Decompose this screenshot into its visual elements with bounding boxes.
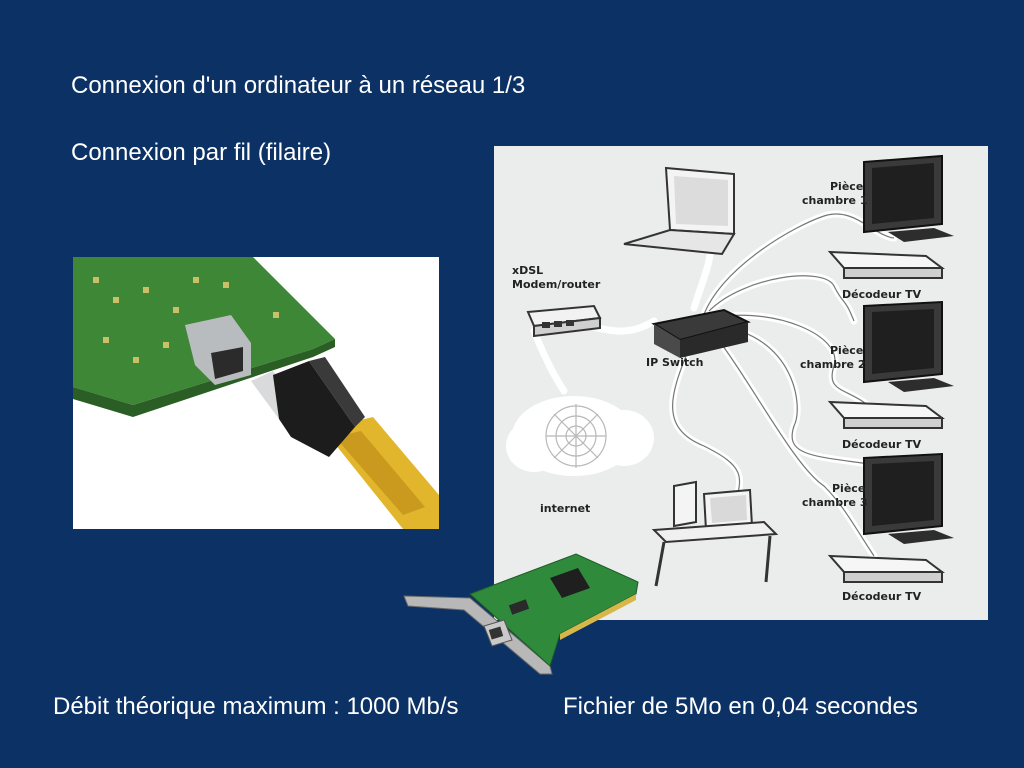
- ip-switch-icon: [651, 308, 751, 358]
- svg-text:Décodeur TV: Décodeur TV: [842, 590, 922, 603]
- ethernet-cable-photo: [73, 257, 439, 529]
- svg-text:chambre 2: chambre 2: [800, 358, 865, 371]
- home-network-diagram: xDSL Modem/router IP Switch internet: [494, 146, 988, 620]
- tv-room-3-icon: [863, 452, 954, 544]
- svg-text:Pièce: Pièce: [832, 482, 865, 495]
- svg-text:internet: internet: [540, 502, 590, 515]
- slide-title: Connexion d'un ordinateur à un réseau 1/…: [71, 72, 526, 99]
- svg-text:Pièce: Pièce: [830, 344, 863, 357]
- svg-text:IP Switch: IP Switch: [646, 356, 703, 369]
- tv-decoder-3-icon: [827, 554, 945, 583]
- laptop-icon: [623, 166, 736, 256]
- tv-room-1-icon: [863, 154, 954, 242]
- svg-text:chambre 3: chambre 3: [802, 496, 867, 509]
- network-card-photo: [400, 548, 640, 678]
- svg-text:xDSL: xDSL: [512, 264, 543, 277]
- svg-text:Pièce: Pièce: [830, 180, 863, 193]
- max-throughput-text: Débit théorique maximum : 1000 Mb/s: [53, 693, 459, 720]
- internet-cloud-icon: [506, 396, 654, 476]
- svg-text:Décodeur TV: Décodeur TV: [842, 288, 922, 301]
- svg-text:chambre 1: chambre 1: [802, 194, 867, 207]
- svg-text:Modem/router: Modem/router: [512, 278, 601, 291]
- tv-decoder-1-icon: [827, 250, 945, 279]
- file-transfer-time-text: Fichier de 5Mo en 0,04 secondes: [563, 693, 918, 720]
- slide-subtitle: Connexion par fil (filaire): [71, 139, 332, 166]
- tv-room-2-icon: [863, 300, 954, 392]
- modem-router-icon: [526, 304, 602, 338]
- tv-decoder-2-icon: [827, 400, 945, 429]
- desktop-computer-icon: [651, 480, 779, 587]
- svg-text:Décodeur TV: Décodeur TV: [842, 438, 922, 451]
